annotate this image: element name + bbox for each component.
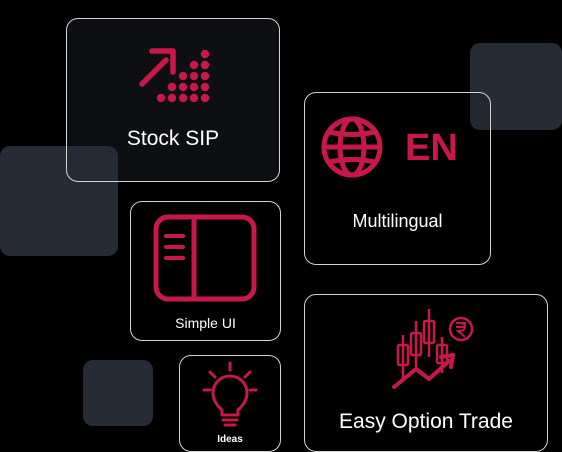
option-trade-label: Easy Option Trade bbox=[339, 410, 513, 433]
decor-square-bottom-left bbox=[83, 360, 153, 426]
stock-sip-card: Stock SIP bbox=[66, 18, 280, 182]
simple-ui-label: Simple UI bbox=[175, 315, 236, 331]
lightbulb-icon bbox=[202, 361, 258, 427]
multilingual-card: EN Multilingual bbox=[304, 92, 491, 265]
candlestick-rupee-icon bbox=[392, 309, 474, 389]
ideas-label: Ideas bbox=[217, 434, 243, 445]
globe-icon bbox=[321, 116, 383, 178]
option-trade-card: Easy Option Trade bbox=[304, 294, 548, 452]
ideas-card: Ideas bbox=[179, 355, 281, 452]
language-badge: EN bbox=[405, 127, 458, 169]
multilingual-label: Multilingual bbox=[352, 211, 443, 231]
simple-ui-card: Simple UI bbox=[130, 201, 281, 341]
decor-square-left bbox=[0, 146, 118, 256]
sidebar-panel-icon bbox=[153, 214, 257, 302]
decor-square-top-right bbox=[470, 43, 562, 130]
trend-up-dots-icon bbox=[139, 48, 210, 103]
stock-sip-label: Stock SIP bbox=[126, 127, 220, 150]
